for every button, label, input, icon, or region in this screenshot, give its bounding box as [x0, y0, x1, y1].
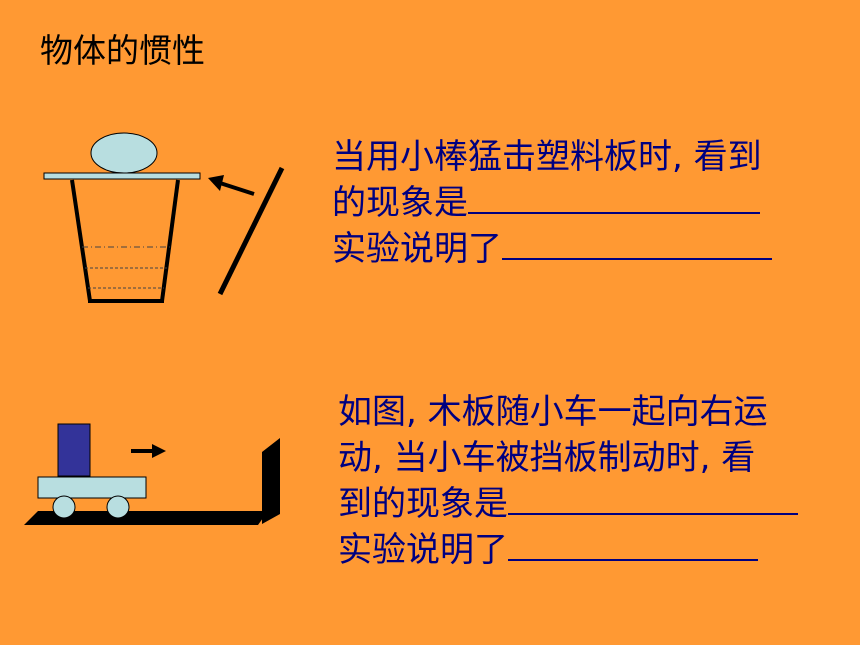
- experiment-2-line-2: 动, 当小车被挡板制动时, 看: [338, 438, 756, 478]
- motion-arrow-icon: [131, 444, 166, 458]
- experiment-2-line-3: 到的现象是: [338, 481, 798, 527]
- water-lines: [82, 246, 170, 289]
- stick-icon: [217, 166, 285, 296]
- cart-icon: [37, 476, 147, 499]
- slide-title: 物体的惯性: [40, 31, 205, 70]
- egg-icon: [90, 132, 158, 174]
- answer-blank: [508, 529, 758, 561]
- experiment-2-line-4-text: 实验说明了: [338, 530, 508, 570]
- experiment-1-text: 当用小棒猛击塑料板时, 看到 的现象是 实验说明了: [332, 134, 772, 272]
- experiment-1-line-1: 当用小棒猛击塑料板时, 看到: [332, 137, 762, 177]
- experiment-2-line-1: 如图, 木板随小车一起向右运: [338, 392, 768, 432]
- experiment-2-text: 如图, 木板随小车一起向右运 动, 当小车被挡板制动时, 看 到的现象是 实验说…: [338, 389, 798, 573]
- strike-arrow-icon: [208, 175, 255, 196]
- wheel-icon: [106, 495, 130, 519]
- experiment-2-line-3-text: 到的现象是: [338, 484, 508, 524]
- stopper-icon: [262, 438, 280, 524]
- cup-icon: [70, 179, 180, 303]
- experiment-1-line-3-text: 实验说明了: [332, 229, 502, 269]
- experiment-1-line-2: 的现象是: [332, 180, 772, 226]
- answer-blank: [502, 228, 772, 260]
- experiment-2-line-4: 实验说明了: [338, 527, 798, 573]
- wheel-icon: [52, 495, 76, 519]
- experiment-1-line-2-text: 的现象是: [332, 183, 468, 223]
- experiment-2-illustration: [24, 423, 280, 525]
- answer-blank: [508, 483, 798, 515]
- experiment-1-illustration: [43, 132, 285, 303]
- plastic-board: [43, 172, 201, 180]
- block-icon: [57, 423, 91, 477]
- experiment-1-line-3: 实验说明了: [332, 226, 772, 272]
- answer-blank: [468, 182, 760, 214]
- track-base: [24, 511, 268, 525]
